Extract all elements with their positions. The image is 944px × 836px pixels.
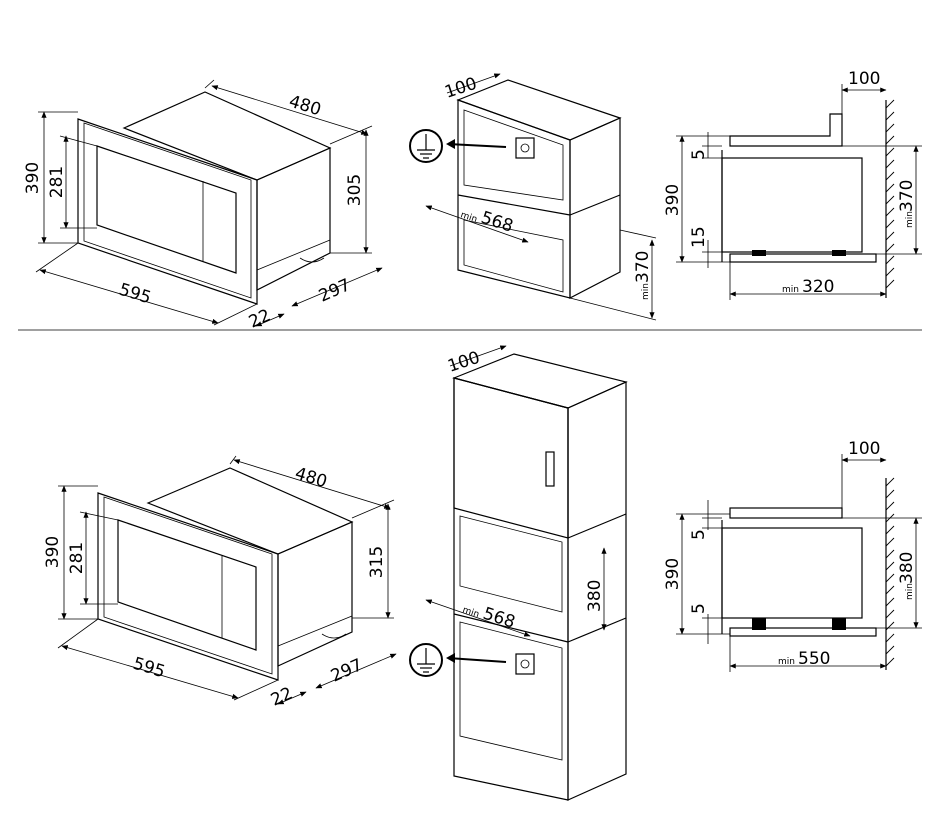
- bottom-side-opening-label: 380: [897, 552, 917, 584]
- top-oven-inner-height-label: 281: [47, 166, 67, 198]
- top-oven-depth-label: 480: [287, 92, 324, 121]
- bottom-oven-body-depth-label: 297: [328, 655, 366, 686]
- ground-symbol-icon: [409, 129, 443, 163]
- top-oven-height-label: 390: [23, 162, 43, 194]
- bottom-side-top-gap-label: 100: [848, 439, 880, 459]
- top-side-depth-label: 320: [802, 277, 834, 297]
- bottom-side-depth-label: 550: [798, 649, 830, 669]
- socket-icon: [515, 653, 535, 675]
- bottom-side-drawing: 100 390 5 5 min 380 min 550: [663, 439, 922, 672]
- top-cabinet-height-label: 370: [633, 251, 653, 283]
- socket-icon: [515, 137, 535, 159]
- top-cabinet-top-gap-label: 100: [442, 74, 479, 103]
- bottom-side-depth-min-prefix: min: [778, 657, 795, 667]
- ground-symbol-icon: [409, 643, 443, 677]
- bottom-side-height-label: 390: [663, 558, 683, 590]
- top-side-height-label: 390: [663, 184, 683, 216]
- bottom-side-upper-gap-label: 5: [689, 529, 709, 540]
- bottom-side-lower-gap-label: 5: [689, 603, 709, 614]
- bottom-cabinet-depth-min-prefix: min: [461, 605, 480, 620]
- bottom-cabinet-height-label: 380: [585, 580, 605, 612]
- bottom-cabinet-drawing: 100 min 568 380: [409, 345, 628, 801]
- top-oven-drawing: 480 390 281 305 595 297 22: [23, 79, 383, 333]
- bottom-oven-depth-label: 480: [293, 464, 330, 493]
- bottom-side-opening-min-prefix: min: [905, 583, 915, 600]
- top-oven-width-label: 595: [117, 280, 154, 309]
- bottom-cabinet-top-gap-label: 100: [445, 348, 482, 377]
- bottom-oven-inner-height-label: 281: [67, 542, 87, 574]
- bottom-oven-drawing: 480 390 281 315 595 297 22: [43, 455, 397, 711]
- arrow-icon: [447, 657, 507, 663]
- top-side-opening-min-prefix: min: [905, 211, 915, 228]
- top-side-lower-gap-label: 15: [689, 226, 709, 248]
- arrow-icon: [447, 143, 507, 148]
- top-side-upper-gap-label: 5: [689, 149, 709, 160]
- bottom-oven-width-label: 595: [131, 654, 168, 683]
- top-oven-body-depth-label: 297: [316, 275, 354, 306]
- top-cabinet-depth-min-prefix: min: [459, 210, 478, 225]
- top-side-depth-min-prefix: min: [782, 285, 799, 295]
- bottom-oven-front-offset-label: 22: [268, 683, 296, 710]
- bottom-oven-height-label: 390: [43, 536, 63, 568]
- top-cabinet-depth-label: 568: [478, 208, 515, 237]
- top-oven-front-offset-label: 22: [246, 305, 274, 332]
- door-handle-icon: [545, 451, 555, 487]
- top-side-drawing: 100 390 5 15 min 370 min 320: [663, 69, 922, 300]
- top-cabinet-drawing: 100 min 568 min 370: [409, 73, 657, 321]
- top-oven-body-height-label: 305: [345, 174, 365, 206]
- top-cabinet-height-min-prefix: min: [641, 283, 651, 300]
- bottom-oven-body-height-label: 315: [367, 546, 387, 578]
- top-side-opening-label: 370: [897, 180, 917, 212]
- top-side-top-gap-label: 100: [848, 69, 880, 89]
